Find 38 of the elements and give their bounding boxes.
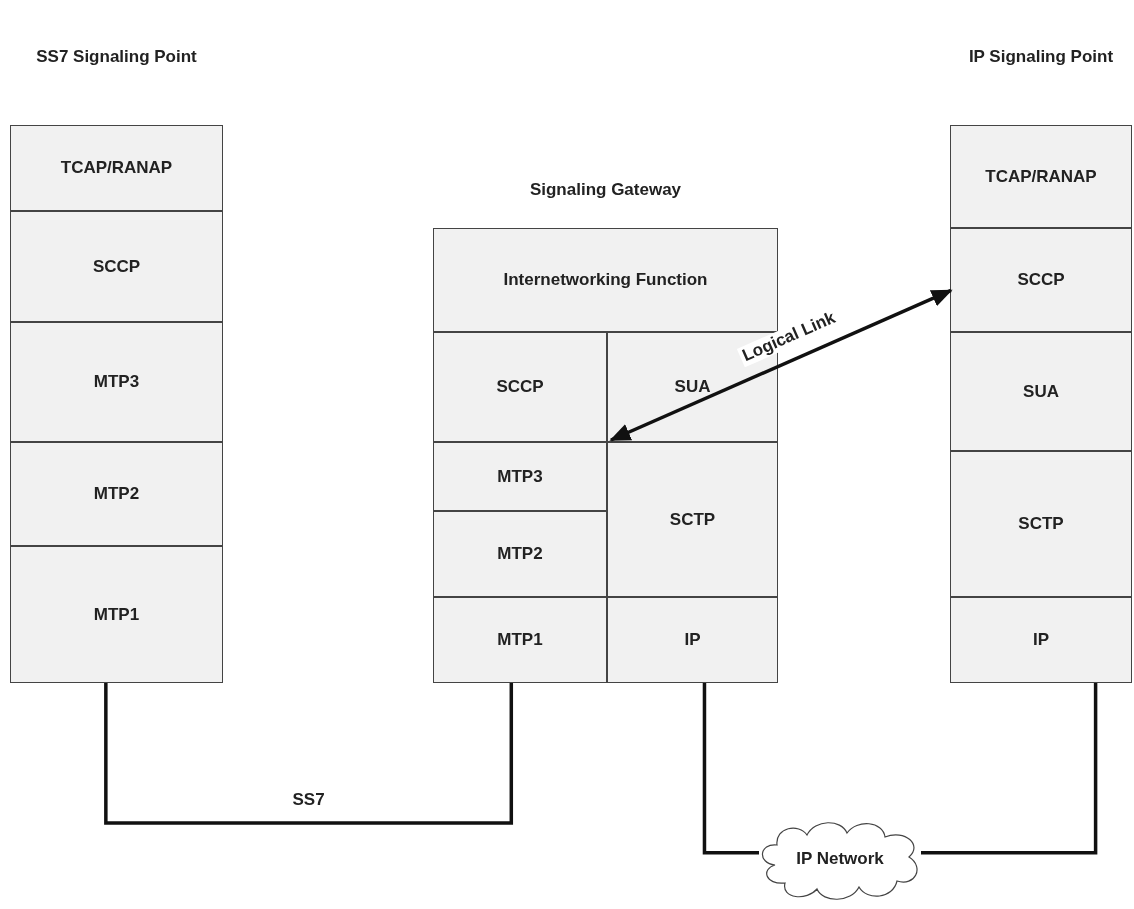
- protocol-layer: [433, 332, 607, 442]
- protocol-layer: [950, 451, 1132, 597]
- protocol-layer: [433, 511, 607, 597]
- protocol-layer: [950, 332, 1132, 451]
- layer-label: IP: [684, 630, 701, 650]
- protocol-layer: [10, 322, 223, 442]
- network-label: IP Network: [796, 849, 884, 869]
- stack-title: Signaling Gateway: [528, 179, 683, 201]
- layer-label: MTP1: [93, 604, 140, 625]
- layer-label: SCCP: [92, 256, 141, 277]
- layer-label: SUA: [1023, 381, 1059, 402]
- protocol-layer: [10, 442, 223, 546]
- layer-label: Internetworking Function: [503, 270, 708, 290]
- layer-label: SCCP: [1017, 270, 1065, 290]
- layer-label: MTP3: [497, 466, 543, 487]
- connector-line: [702, 683, 759, 855]
- protocol-layer: [950, 228, 1132, 332]
- protocol-layer: [607, 442, 778, 597]
- layer-label: IP: [1032, 630, 1050, 650]
- arrow: [609, 288, 953, 442]
- layer-label: SCTP: [1018, 514, 1064, 534]
- stack-title: IP Signaling Point: [967, 46, 1115, 68]
- layer-label: MTP1: [497, 630, 543, 650]
- protocol-layer: [607, 597, 778, 683]
- layer-label: MTP2: [497, 544, 543, 564]
- layer-label: SCTP: [669, 509, 716, 530]
- layer-label: TCAP/RANAP: [985, 166, 1097, 187]
- stack-title: SS7 Signaling Point: [35, 46, 198, 68]
- protocol-layer: [433, 597, 607, 683]
- protocol-layer: [433, 442, 607, 511]
- layer-label: MTP3: [93, 372, 140, 392]
- layer-label: SUA: [674, 377, 711, 397]
- layer-label: MTP2: [93, 484, 140, 504]
- connector-line: [921, 683, 1098, 855]
- protocol-layer: [10, 211, 223, 322]
- layer-label: TCAP/RANAP: [60, 158, 173, 178]
- layer-label: SCCP: [496, 377, 544, 397]
- connector-line: [104, 683, 514, 825]
